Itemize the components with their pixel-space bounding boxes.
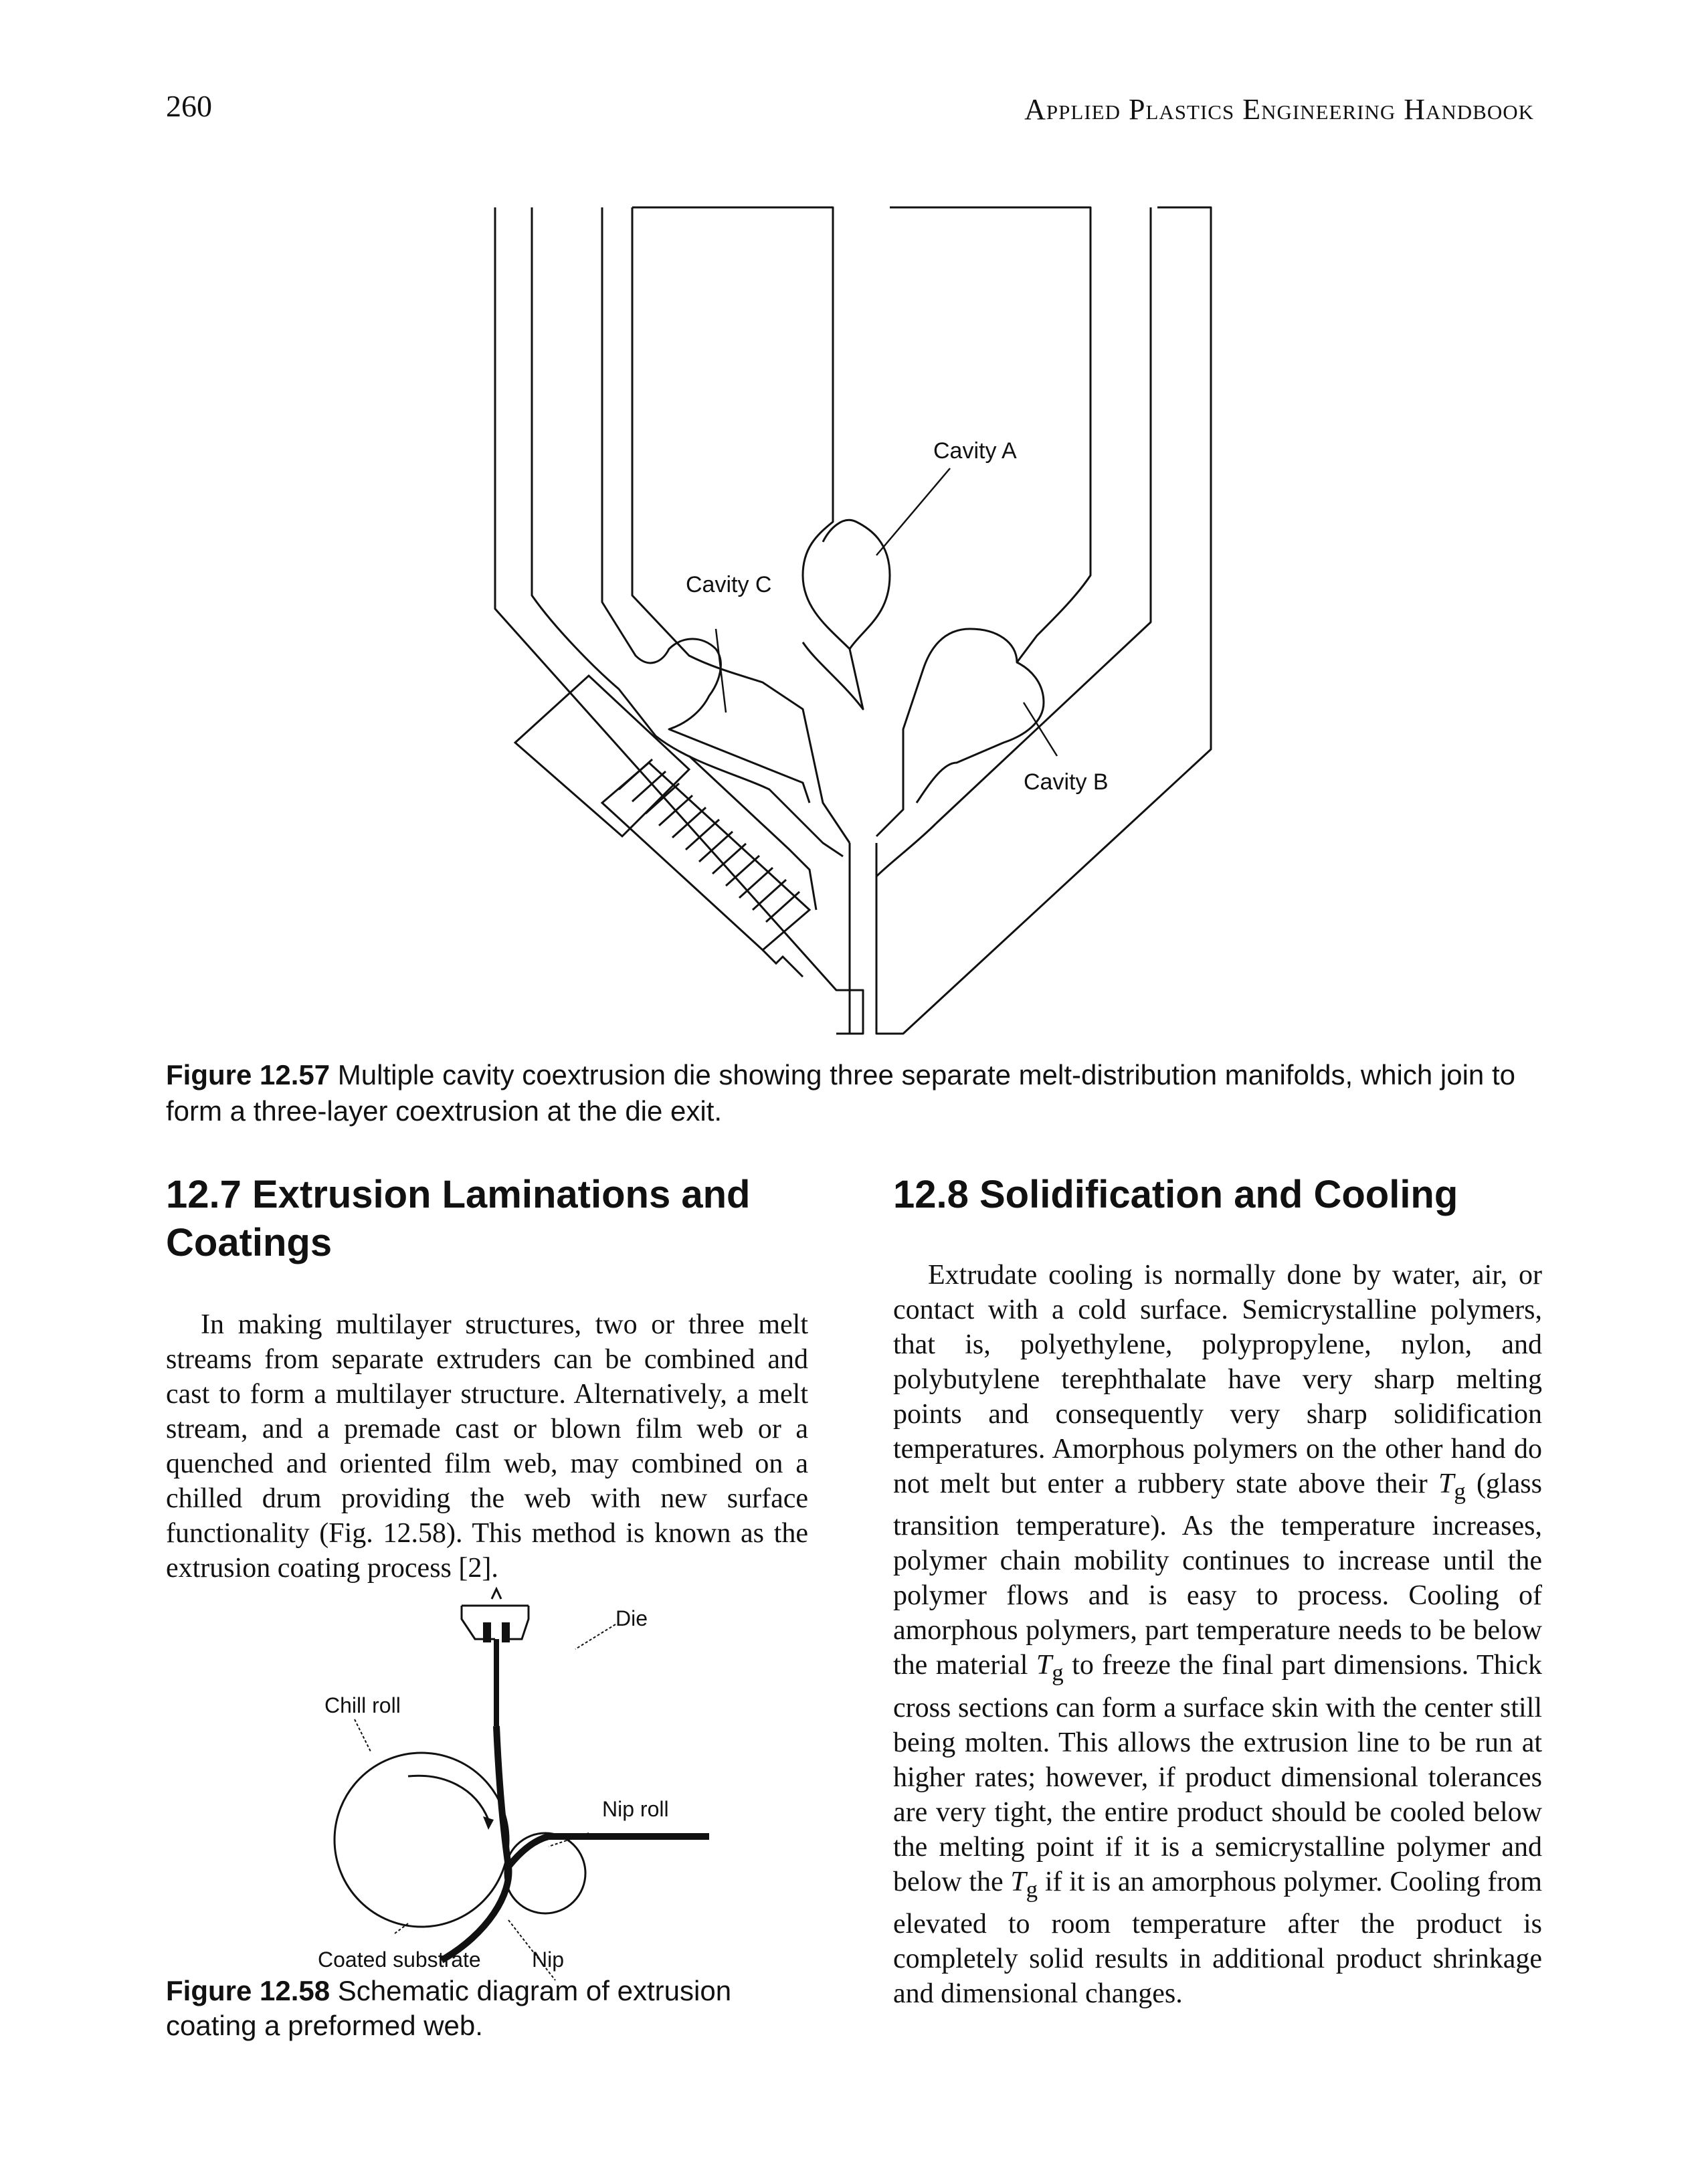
choker-bar [513, 674, 818, 978]
page-number: 260 [166, 89, 212, 123]
die-outer-right-wall [875, 206, 1212, 1035]
die-body [460, 1586, 530, 1726]
tg-symbol-2: T [1036, 1650, 1052, 1681]
figure-12-58-caption-text: Schematic diagram of extrusion coating a… [166, 1975, 732, 2041]
label-chill-roll: Chill roll [324, 1693, 401, 1717]
figure-12-57-caption: Figure 12.57 Multiple cavity coextrusion… [166, 1057, 1537, 1129]
section-12-7-paragraph: In making multilayer structures, two or … [166, 1309, 808, 1584]
figure-12-58-label: Figure 12.58 [166, 1975, 330, 2006]
nip-roll [504, 1832, 587, 1915]
tg-symbol-1: T [1438, 1468, 1454, 1499]
label-die: Die [615, 1606, 648, 1630]
figure-12-57-label: Figure 12.57 [166, 1059, 330, 1090]
label-cavity-c: Cavity C [686, 572, 771, 597]
figure-12-57: Cavity A Cavity C Cavity B [488, 201, 1218, 1044]
die-right-block [875, 206, 1092, 838]
tg-subscript-1: g [1454, 1478, 1466, 1505]
section-12-8-paragraph: Extrudate cooling is normally done by wa… [893, 1258, 1542, 2011]
die-center-block [632, 206, 864, 710]
label-cavity-b: Cavity B [1024, 769, 1109, 795]
running-head: Applied Plastics Engineering Handbook [1024, 93, 1534, 126]
rotation-arrow [407, 1774, 490, 1820]
substrate-web [506, 1833, 709, 1869]
hatching [618, 758, 801, 923]
leaders [354, 1624, 616, 1981]
die-center-inner [631, 207, 851, 844]
figure-12-57-caption-text: Multiple cavity coextrusion die showing … [166, 1059, 1515, 1127]
coextrusion-die-diagram: Cavity A Cavity C Cavity B [494, 206, 1212, 1035]
leader-lines [715, 468, 1058, 757]
label-nip-roll: Nip roll [602, 1797, 669, 1821]
chill-roll [333, 1751, 510, 1928]
left-column: 12.7 Extrusion Laminations and Coatings … [166, 1171, 808, 1586]
cavity-b-manifold [915, 661, 1045, 803]
figure-12-58-caption: Figure 12.58 Schematic diagram of extrus… [166, 1974, 808, 2043]
die-left-inner-wall [531, 207, 844, 858]
para-part-2: (glass transition temperature). As the t… [893, 1468, 1542, 1681]
tg-symbol-3: T [1010, 1866, 1026, 1897]
label-nip: Nip [532, 1948, 564, 1972]
tg-subscript-3: g [1026, 1876, 1038, 1903]
die-left-block [601, 207, 811, 803]
die-exit-channel [848, 843, 878, 1034]
coated-web [440, 1725, 512, 1964]
section-12-7-heading: 12.7 Extrusion Laminations and Coatings [166, 1173, 751, 1264]
section-12-8-heading: 12.8 Solidification and Cooling [893, 1173, 1458, 1216]
label-cavity-a: Cavity A [933, 438, 1017, 464]
figure-12-58: Die Chill roll Nip roll Coated substrate… [308, 1586, 723, 1987]
label-coated-substrate: Coated substrate [318, 1948, 481, 1972]
para-part-3: to freeze the final part dimensions. Thi… [893, 1650, 1543, 1897]
tg-subscript-2: g [1052, 1659, 1064, 1686]
para-part-1: Extrudate cooling is normally done by wa… [893, 1260, 1542, 1499]
cavity-a-manifold [822, 518, 891, 650]
extrusion-coating-diagram: Die Chill roll Nip roll Coated substrate… [318, 1586, 709, 1981]
right-column: 12.8 Solidification and Cooling Extrudat… [893, 1171, 1542, 2011]
para-part-4: if it is an amorphous polymer. Cooling f… [893, 1866, 1543, 2010]
